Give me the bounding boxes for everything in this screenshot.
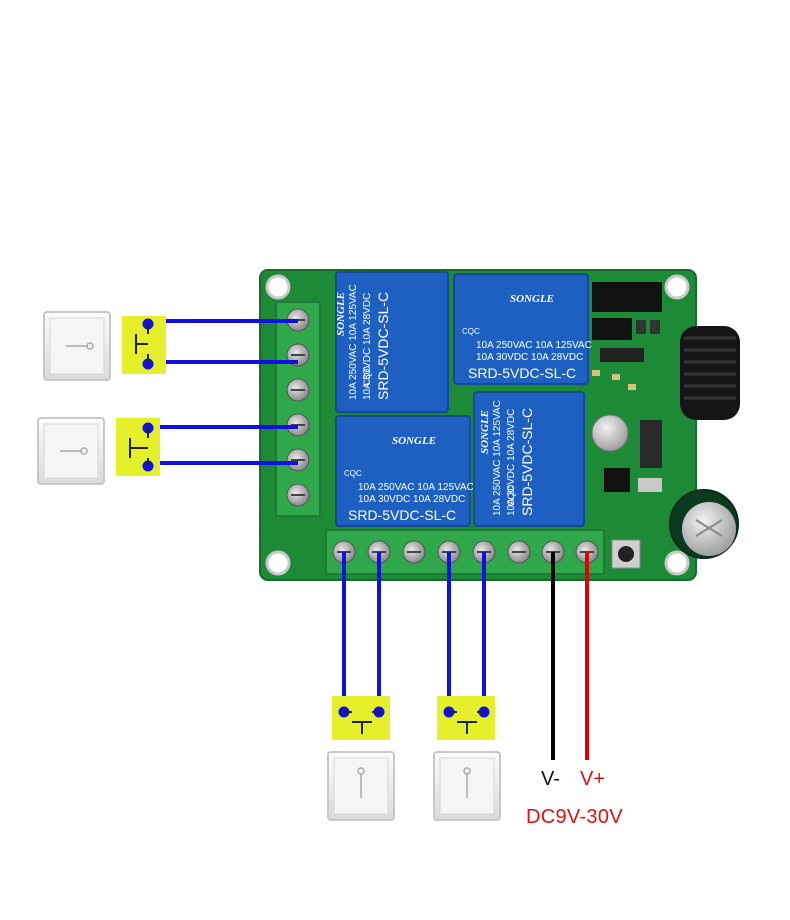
small-capacitor: [591, 414, 629, 452]
mounting-hole: [265, 550, 291, 576]
terminal-block-left: [275, 301, 321, 517]
relay-bottom-right: 10A 250VAC 10A 125VAC 10A 30VDC 10A 28VD…: [473, 391, 585, 527]
relay-rating-line1: 10A 250VAC 10A 125VAC: [348, 284, 359, 400]
switch-symbol-3: [332, 696, 390, 740]
wall-switch-1: [43, 311, 111, 381]
relay-top-right: 10A 250VAC 10A 125VAC 10A 30VDC 10A 28VD…: [453, 273, 592, 385]
terminal-screw: [286, 483, 310, 507]
switch-symbol-4: [437, 696, 495, 740]
relay-brand: SONGLE: [335, 292, 347, 336]
relay-cert: CQC: [344, 469, 362, 478]
mounting-hole: [664, 274, 690, 300]
positive-label: V+: [580, 768, 606, 790]
terminal-block-bottom: [325, 529, 605, 575]
relay-rating-line2: 10A 30VDC 10A 28VDC: [476, 352, 583, 363]
wall-switch-4: [433, 751, 501, 821]
relay-cert: CQC: [506, 486, 516, 507]
negative-label: V-: [541, 768, 560, 790]
wall-switch-3: [327, 751, 395, 821]
terminal-screw: [286, 448, 310, 472]
wall-switch-2: [37, 417, 105, 485]
terminal-screw: [507, 540, 531, 564]
control-circuitry: [592, 282, 662, 492]
relay-model: SRD-5VDC-SL-C: [468, 365, 576, 381]
relay-top-left: 10A 250VAC 10A 125VAC 10A 30VDC 10A 28VD…: [335, 271, 449, 413]
relay-rating-line1: 10A 250VAC 10A 125VAC: [358, 482, 474, 493]
switch-wires: [148, 319, 486, 712]
relay-rating-line1: 10A 250VAC 10A 125VAC: [476, 340, 592, 351]
switch-symbol-2: [116, 418, 160, 476]
relay-cert: CQC: [362, 366, 372, 387]
mounting-hole: [265, 274, 291, 300]
relay-rating-line1: 10A 250VAC 10A 125VAC: [492, 400, 503, 516]
antenna-coil: [680, 326, 740, 420]
electrolytic-capacitor: [669, 489, 739, 559]
switch-symbol-1: [122, 316, 166, 374]
relay-brand: SONGLE: [510, 293, 554, 305]
relay-rating-line2: 10A 30VDC 10A 28VDC: [506, 409, 517, 516]
relay-bottom-left: 10A 250VAC 10A 125VAC 10A 30VDC 10A 28VD…: [335, 415, 474, 527]
terminal-screw: [402, 540, 426, 564]
relay-rating-line2: 10A 30VDC 10A 28VDC: [362, 293, 373, 400]
terminal-screw: [286, 378, 310, 402]
voltage-range-label: DC9V-30V: [526, 806, 623, 828]
mounting-hole: [664, 550, 690, 576]
relay-model: SRD-5VDC-SL-C: [375, 292, 391, 400]
relay-rating-line2: 10A 30VDC 10A 28VDC: [358, 494, 465, 505]
relay-model: SRD-5VDC-SL-C: [348, 507, 456, 523]
relay-model: SRD-5VDC-SL-C: [519, 408, 535, 516]
relay-brand: SONGLE: [392, 435, 436, 447]
relay-brand: SONGLE: [479, 410, 491, 454]
relay-cert: CQC: [462, 327, 480, 336]
learn-button: [611, 539, 641, 569]
